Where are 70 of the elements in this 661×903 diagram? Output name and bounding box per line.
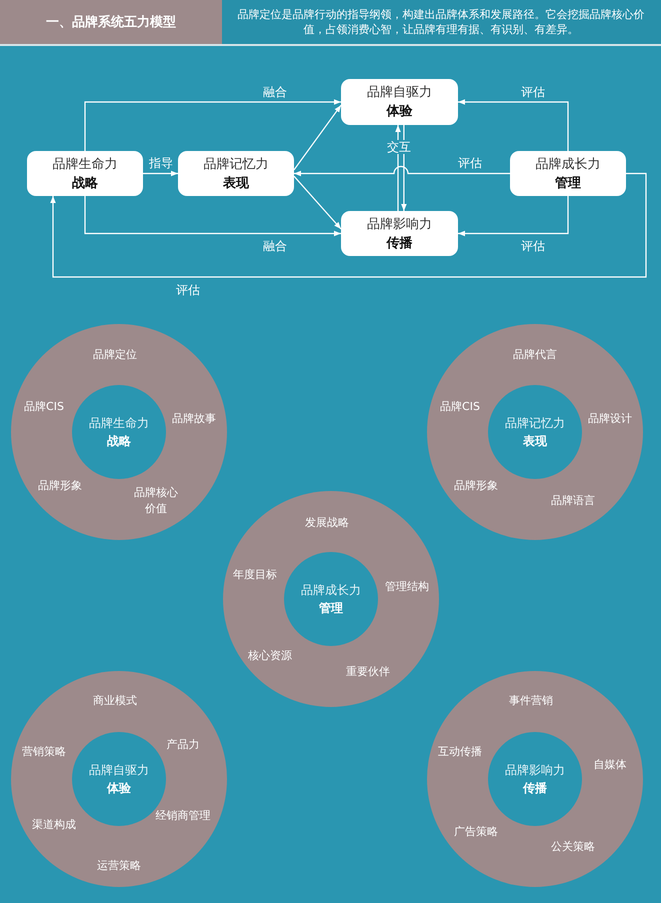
- arrow: [294, 104, 342, 170]
- arrow: [458, 99, 569, 151]
- ring-label: 营销策略: [22, 744, 66, 760]
- ring-label: 渠道构成: [32, 817, 76, 833]
- edge-label: 交互: [385, 140, 413, 154]
- ring-label: 品牌形象: [454, 478, 498, 494]
- ring-label: 发展战略: [305, 515, 349, 531]
- ring-label: 品牌语言: [551, 493, 595, 509]
- center-label: 品牌影响力: [505, 762, 565, 778]
- edge-label: 评估: [174, 283, 202, 297]
- center-sublabel: 战略: [107, 434, 131, 448]
- arrow: [84, 196, 341, 236]
- arrow: [50, 172, 647, 278]
- node-sublabel: 战略: [72, 176, 98, 190]
- node-label: 品牌记忆力: [204, 156, 268, 172]
- ring-label: 品牌CIS: [440, 399, 480, 415]
- node-sublabel: 管理: [555, 176, 581, 190]
- ring-label: 品牌代言: [513, 347, 557, 363]
- arrow: [143, 170, 178, 176]
- process-box: [178, 151, 294, 196]
- node-label: 品牌成长力: [536, 156, 600, 172]
- edge-label: 评估: [519, 85, 547, 99]
- ring-label: 品牌故事: [172, 411, 216, 427]
- arrow: [294, 166, 510, 176]
- ring-label: 自媒体: [594, 757, 626, 773]
- center-label: 品牌自驱力: [89, 762, 149, 778]
- arrow: [84, 99, 341, 151]
- center-sublabel: 传播: [523, 780, 547, 796]
- page-title: 一、品牌系统五力模型: [46, 14, 176, 31]
- process-box: [341, 211, 458, 256]
- center-sublabel: 管理: [319, 600, 343, 616]
- center-sublabel: 体验: [107, 780, 131, 796]
- ring-label: 经销商管理: [156, 808, 210, 824]
- description-text: 品牌定位是品牌行动的指导纲领，构建出品牌体系和发展路径。它会挖掘品牌核心价值，占领消费心智，让品牌有理有据、有识别、有差异。: [236, 7, 646, 37]
- ring-label: 品牌定位: [93, 347, 137, 363]
- center-label: 品牌生命力: [89, 416, 149, 430]
- node-sublabel: 体验: [386, 104, 412, 119]
- ring-label: 商业模式: [93, 693, 137, 709]
- ring-label: 核心资源: [248, 648, 292, 664]
- process-box: [341, 79, 458, 125]
- process-box: [510, 151, 626, 196]
- ring-label: 产品力: [166, 737, 200, 753]
- edge-label: 融合: [261, 85, 289, 99]
- node-sublabel: 传播: [386, 236, 412, 250]
- ring-label: 管理结构: [385, 579, 429, 595]
- edge-label: 评估: [456, 156, 484, 170]
- ring-label: 运营策略: [97, 858, 141, 874]
- center-sublabel: 表现: [523, 434, 547, 448]
- edge-label: 融合: [261, 239, 289, 253]
- center-label: 品牌成长力: [301, 582, 361, 598]
- ring-label: 品牌核心价值: [133, 485, 179, 517]
- node-label: 品牌影响力: [367, 216, 432, 232]
- edge-label: 评估: [519, 239, 547, 253]
- ring-label: 年度目标: [233, 567, 277, 583]
- center-label: 品牌记忆力: [505, 416, 565, 430]
- edge-label: 指导: [147, 156, 175, 170]
- ring-label: 重要伙伴: [346, 664, 390, 680]
- ring-label: 品牌CIS: [24, 399, 64, 415]
- node-label: 品牌生命力: [52, 156, 118, 172]
- ring-label: 公关策略: [551, 839, 595, 855]
- node-label: 品牌自驱力: [367, 85, 432, 100]
- process-box: [27, 151, 143, 196]
- ring-label: 互动传播: [438, 744, 482, 760]
- arrow: [458, 196, 569, 236]
- ring-label: 事件营销: [509, 693, 553, 709]
- ring-label: 广告策略: [454, 824, 498, 840]
- ring-label: 品牌设计: [588, 411, 632, 427]
- ring-label: 品牌形象: [38, 478, 82, 494]
- arrow: [294, 176, 342, 230]
- node-sublabel: 表现: [223, 176, 249, 190]
